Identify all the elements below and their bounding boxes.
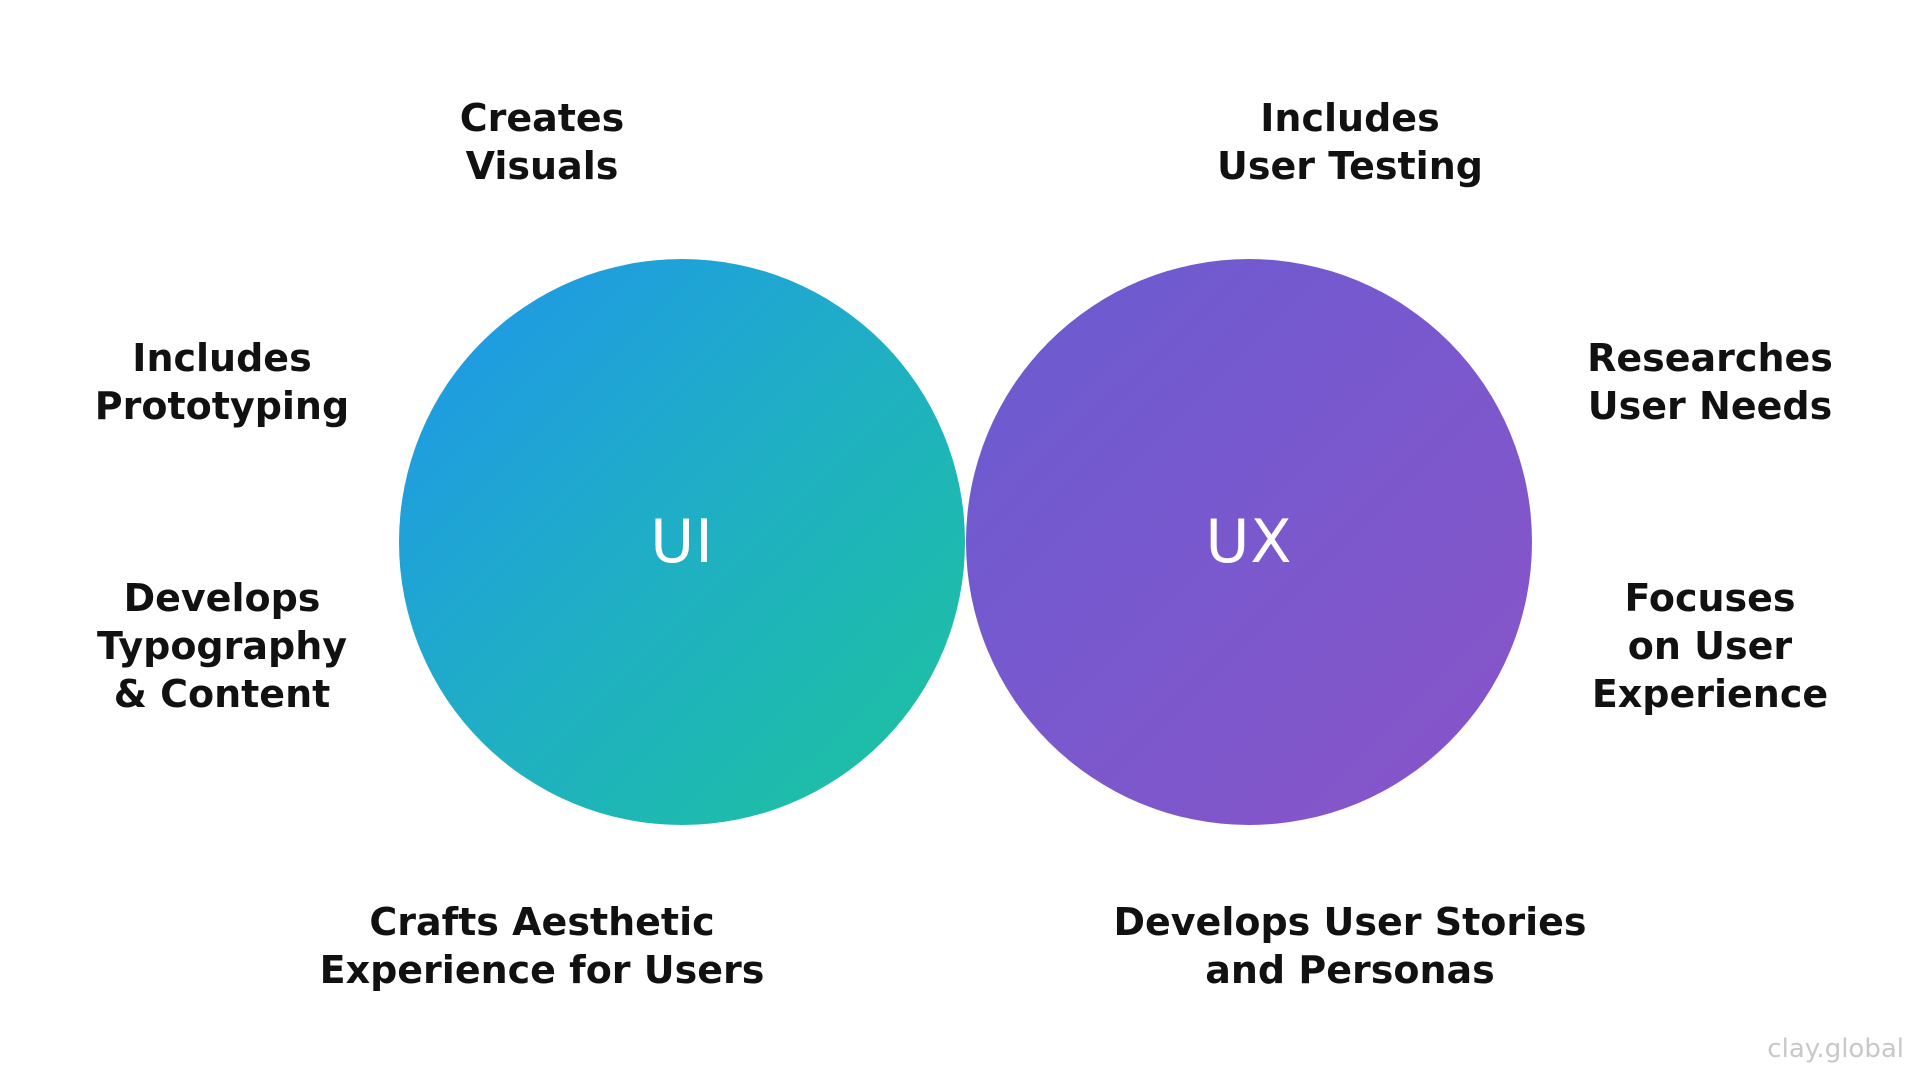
ux-circle: UX (966, 259, 1532, 825)
ux-trait-stories: Develops User Stories and Personas (1113, 900, 1587, 992)
ux-trait-user-needs: Researches User Needs (1587, 336, 1833, 428)
ui-trait-aesthetic: Crafts Aesthetic Experience for Users (319, 900, 765, 992)
ui-circle: UI (399, 259, 965, 825)
watermark: clay.global (1767, 1034, 1904, 1064)
ui-trait-creates-visuals: Creates Visuals (459, 96, 625, 188)
ui-trait-typography: Develops Typography & Content (96, 576, 348, 716)
ui-circle-label: UI (650, 507, 714, 577)
ux-circle-label: UX (1205, 507, 1293, 577)
ux-trait-user-testing: Includes User Testing (1217, 96, 1483, 188)
ux-trait-user-experience: Focuses on User Experience (1591, 576, 1829, 716)
ui-trait-prototyping: Includes Prototyping (94, 336, 350, 428)
